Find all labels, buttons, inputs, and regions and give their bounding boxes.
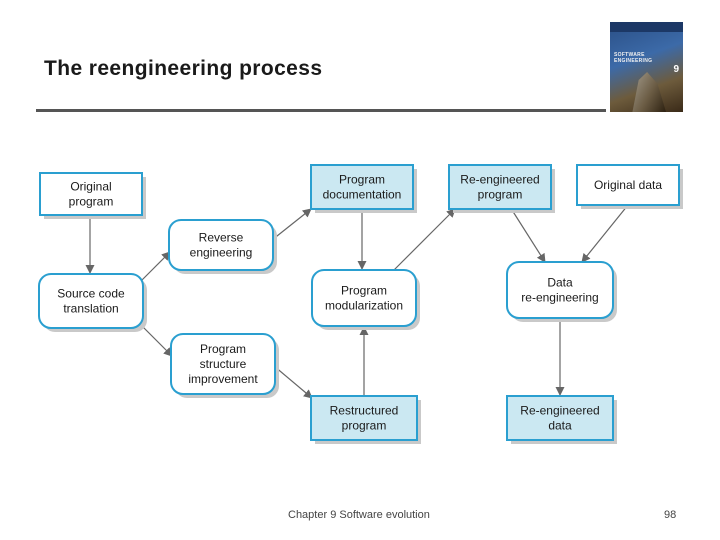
- title-divider: [36, 109, 606, 112]
- arrow-reverse-to-documentation: [271, 208, 312, 241]
- node-box: [170, 333, 276, 395]
- diagram-nodes: OriginalprogramProgramdocumentationRe-en…: [38, 164, 683, 444]
- node-label: Original: [70, 180, 111, 194]
- node-box: [310, 395, 418, 441]
- node-label: program: [342, 419, 387, 433]
- node-label: Restructured: [330, 404, 399, 418]
- node-label: translation: [63, 302, 118, 316]
- cover-edition: 9: [673, 64, 679, 75]
- node-box: [448, 164, 552, 210]
- cover-top-strip: [610, 22, 683, 32]
- node-label: Re-engineered: [520, 404, 599, 418]
- node-label: data: [548, 419, 572, 433]
- node-label: improvement: [188, 372, 258, 386]
- node-label: Original data: [594, 178, 662, 192]
- node-box: [38, 273, 144, 329]
- node-label: program: [69, 195, 114, 209]
- arrow-structure-to-restructured: [273, 365, 313, 399]
- node-label: engineering: [190, 246, 253, 260]
- node-box: [168, 219, 274, 271]
- node-label: Data: [547, 276, 573, 290]
- node-label: Reverse: [199, 231, 244, 245]
- node-original-data: Original data: [576, 164, 683, 209]
- node-label: Source code: [57, 287, 125, 301]
- arrow-modularization-to-reengineered-program: [391, 208, 456, 273]
- node-box: [310, 164, 414, 210]
- node-label: modularization: [325, 299, 403, 313]
- arrow-reengineered-program-to-data-reengineering: [511, 209, 546, 263]
- node-label: Program: [341, 284, 387, 298]
- slide-title: The reengineering process: [44, 57, 323, 80]
- footer-chapter: Chapter 9 Software evolution: [288, 509, 430, 521]
- node-label: Re-engineered: [460, 173, 539, 187]
- arrow-original-data-to-data-reengineering: [581, 204, 629, 263]
- node-box: [39, 172, 143, 216]
- node-box: [311, 269, 417, 327]
- node-label: structure: [200, 357, 247, 371]
- node-box: [506, 261, 614, 319]
- node-label: re-engineering: [521, 291, 598, 305]
- arrow-translation-to-reverse: [137, 251, 171, 285]
- node-label: program: [478, 188, 523, 202]
- node-label: Program: [339, 173, 385, 187]
- node-label: documentation: [323, 188, 402, 202]
- node-label: Program: [200, 342, 246, 356]
- cover-title: SOFTWARE ENGINEERING: [614, 52, 653, 64]
- book-cover-image: SOFTWARE ENGINEERING 9: [610, 22, 683, 112]
- node-box: [576, 164, 680, 206]
- node-box: [506, 395, 614, 441]
- page-number: 98: [664, 509, 677, 521]
